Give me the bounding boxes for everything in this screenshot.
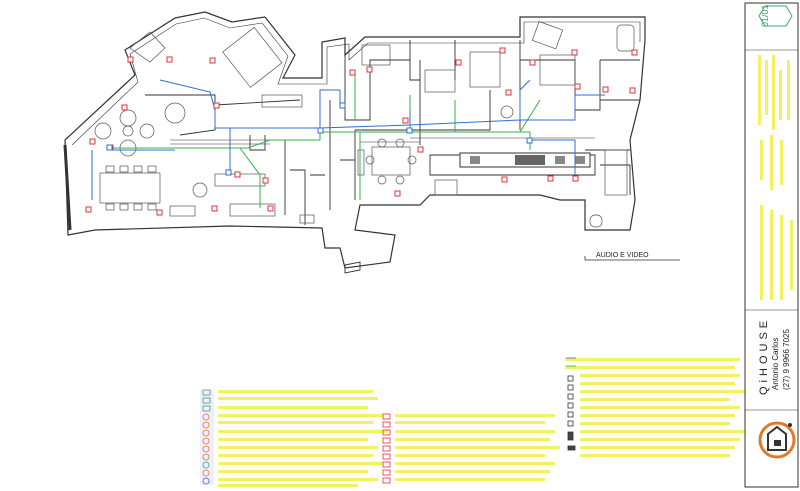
facade-wall: [63, 144, 72, 231]
outer-wall-inner: [71, 17, 641, 146]
legend-column-3: [565, 357, 745, 457]
legend-column-1: [200, 389, 388, 487]
drawing-caption: AUDIO E VIDEO: [596, 252, 649, 259]
bed-room-2: [469, 51, 501, 88]
cable-routes: [91, 70, 605, 208]
outer-wall: [64, 11, 646, 269]
bed-master: [222, 26, 283, 88]
kitchen-counter: [459, 152, 591, 168]
sheet-number: 01/01: [760, 4, 770, 27]
floor-plan: [63, 11, 646, 274]
window-lines: [170, 137, 595, 145]
armchair: [94, 122, 112, 140]
blue-cable: [91, 79, 605, 200]
green-cable: [110, 70, 541, 208]
title-block: [744, 2, 799, 488]
junction-boxes: [106, 102, 533, 176]
dining-round: [371, 146, 411, 176]
dining-table: [99, 172, 161, 204]
company-name: QiHOUSE: [758, 316, 770, 395]
designer-name: Antonio Carlos: [771, 337, 780, 390]
phone-number: (27) 9 9966 7025: [782, 329, 791, 390]
furniture: [94, 21, 635, 228]
devices: [85, 47, 638, 216]
logo-icon: [758, 421, 796, 459]
bathtub: [616, 24, 635, 52]
legend-column-2: [382, 413, 560, 484]
